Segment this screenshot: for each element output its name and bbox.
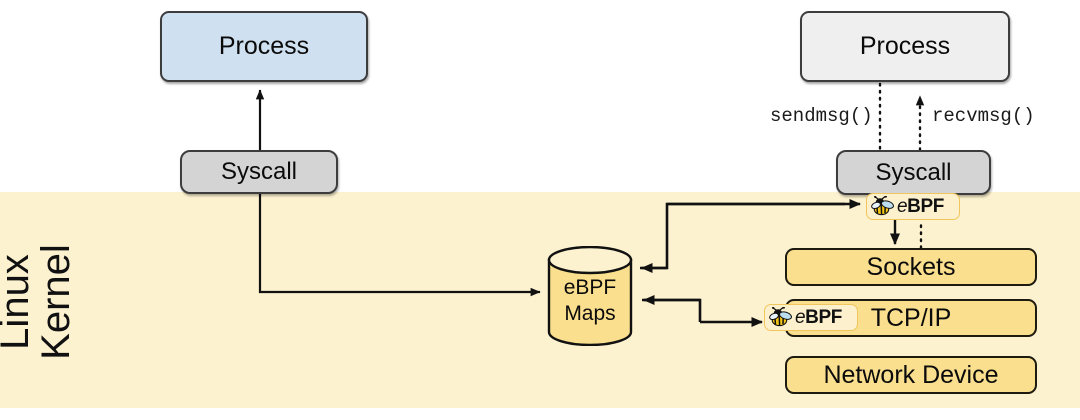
ebpf-badge-text: eBPF	[795, 307, 842, 329]
bee-icon	[871, 196, 894, 216]
syscall-right-label: Syscall	[875, 158, 952, 186]
ebpf-maps-cylinder[interactable]: eBPF Maps	[546, 246, 634, 346]
syscall-box-right[interactable]: Syscall	[836, 150, 991, 195]
network-device-label: Network Device	[823, 360, 999, 389]
syscall-left-label: Syscall	[220, 158, 298, 185]
tcpip-label: TCP/IP	[870, 303, 952, 332]
ebpf-badge-text: eBPF	[897, 196, 944, 218]
ebpf-e: e	[795, 306, 806, 328]
process-right-label: Process	[859, 32, 951, 60]
bee-icon	[769, 307, 792, 327]
sockets-label: Sockets	[866, 252, 956, 281]
process-box-right[interactable]: Process	[800, 11, 1010, 82]
process-left-label: Process	[218, 32, 310, 60]
ebpf-e: e	[897, 195, 908, 217]
process-box-left[interactable]: Process	[160, 11, 368, 82]
database-cylinder-icon	[547, 246, 633, 346]
kernel-label-line-2: Kernel	[34, 244, 78, 360]
syscall-box-left[interactable]: Syscall	[180, 150, 338, 194]
ebpf-bpf: BPF	[805, 306, 842, 328]
ebpf-bpf: BPF	[907, 195, 944, 217]
ebpf-badge-tcpip-hook[interactable]: eBPF	[764, 304, 858, 331]
kernel-label-line-1: Linux	[0, 254, 38, 350]
ebpf-badge-syscall-hook[interactable]: eBPF	[866, 193, 960, 220]
linux-kernel-label: Linux Kernel	[0, 202, 136, 402]
sendmsg-label: sendmsg()	[770, 105, 873, 127]
stack-box-sockets[interactable]: Sockets	[785, 248, 1037, 286]
recvmsg-label: recvmsg()	[932, 105, 1035, 127]
stack-box-network-device[interactable]: Network Device	[785, 356, 1037, 394]
